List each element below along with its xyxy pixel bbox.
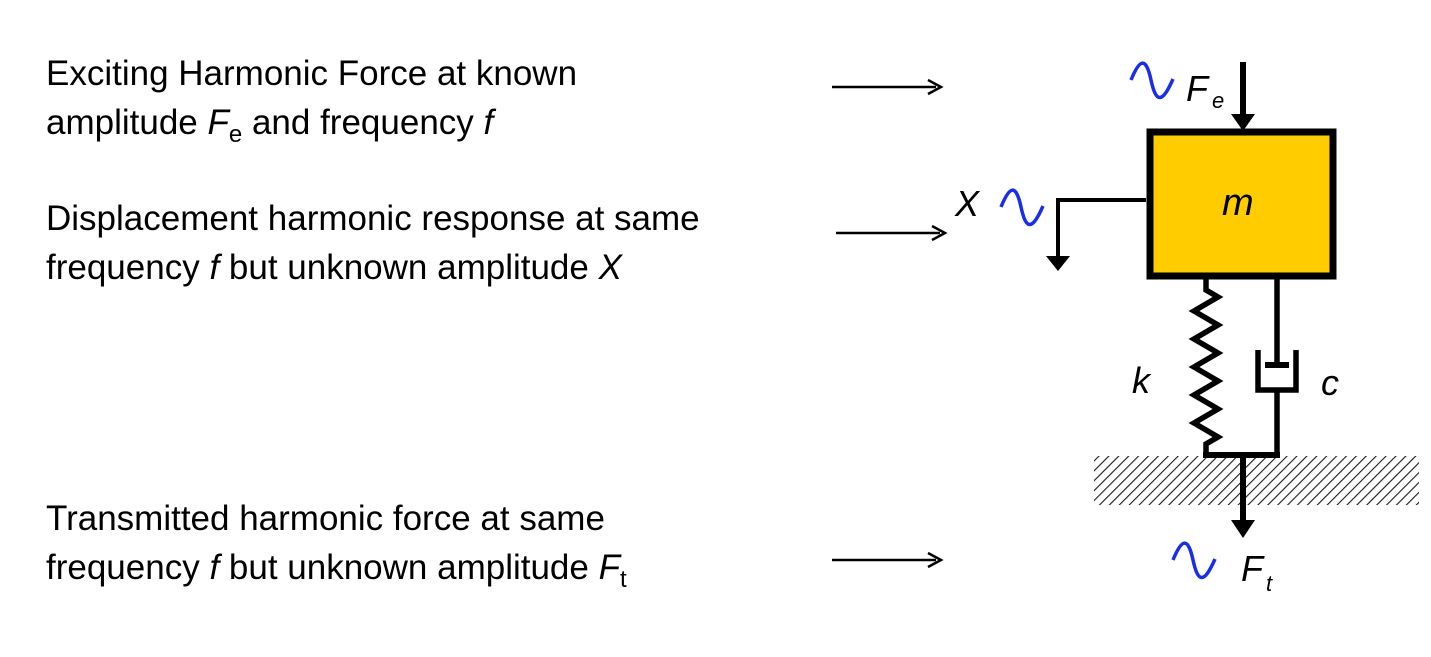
excitation-force-arrow bbox=[1231, 62, 1255, 131]
excitation-description-line1: Exciting Harmonic Force at known bbox=[46, 54, 578, 93]
spring bbox=[1188, 276, 1224, 455]
down-arrow-icon bbox=[1231, 455, 1255, 538]
force-symbol: F bbox=[598, 548, 620, 587]
force-subscript: e bbox=[228, 121, 243, 148]
right-arrow-icon bbox=[832, 78, 944, 96]
excitation-force-symbol: F bbox=[1186, 68, 1210, 109]
displacement-symbol: X bbox=[954, 183, 981, 224]
sine-wave-icon bbox=[1129, 61, 1175, 100]
mass-label: m bbox=[1222, 182, 1254, 224]
sine-wave-icon bbox=[999, 188, 1045, 227]
excitation-description: Exciting Harmonic Force at known amplitu… bbox=[46, 49, 577, 159]
frequency-symbol: f bbox=[209, 248, 220, 287]
excitation-description-line2: amplitude Fe and frequency f bbox=[46, 103, 494, 148]
displacement-description: Displacement harmonic response at same f… bbox=[46, 194, 700, 292]
damper-label: c bbox=[1321, 362, 1339, 403]
force-subscript: t bbox=[619, 566, 627, 593]
frequency-symbol: f bbox=[209, 548, 220, 587]
sine-wave-icon bbox=[1171, 541, 1217, 580]
transmitted-description-line2: frequency f but unknown amplitude Ft bbox=[46, 548, 627, 593]
transmitted-description: Transmitted harmonic force at same frequ… bbox=[46, 494, 627, 604]
force-symbol: F bbox=[207, 103, 229, 142]
mass-block bbox=[1146, 128, 1337, 280]
spring-label: k bbox=[1132, 360, 1152, 401]
displacement-symbol: X bbox=[598, 248, 622, 287]
transmitted-force-symbol: F bbox=[1241, 548, 1265, 589]
transmitted-force-subscript: t bbox=[1266, 571, 1273, 596]
right-arrow-icon bbox=[832, 551, 944, 569]
transmitted-description-line1: Transmitted harmonic force at same bbox=[46, 499, 605, 538]
displacement-description-line2: frequency f but unknown amplitude X bbox=[46, 248, 622, 287]
damper bbox=[1255, 276, 1299, 456]
right-arrow-icon bbox=[836, 224, 948, 242]
displacement-description-line1: Displacement harmonic response at same bbox=[46, 199, 700, 238]
ground-hatch bbox=[1094, 456, 1419, 505]
displacement-indicator bbox=[1046, 198, 1146, 271]
frequency-symbol: f bbox=[483, 103, 494, 142]
excitation-force-subscript: e bbox=[1212, 88, 1224, 113]
